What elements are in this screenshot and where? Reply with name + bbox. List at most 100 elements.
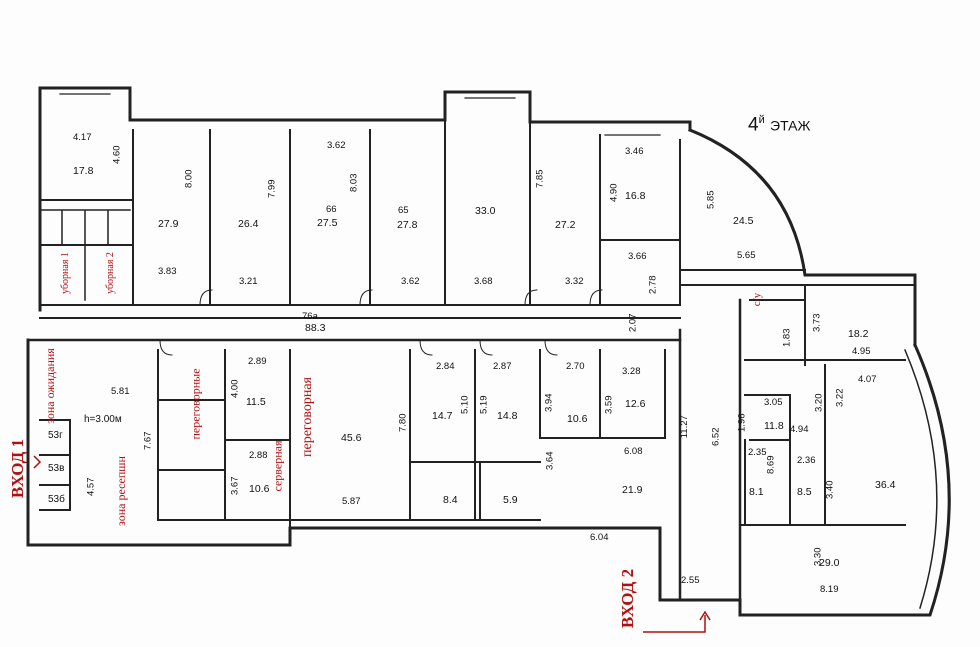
dimension: 2.84 xyxy=(436,361,455,372)
room-area: 10.6 xyxy=(567,413,588,425)
dimension: 3.64 xyxy=(544,451,556,471)
meeting-rooms-label: переговорные xyxy=(188,368,203,440)
room-area: 33.0 xyxy=(475,205,496,217)
reception-zone-label: зона ресепшн xyxy=(113,456,128,526)
dimension: 1.83 xyxy=(781,328,793,348)
room-area: 8.5 xyxy=(797,486,812,498)
dimension: 2.36 xyxy=(797,455,816,466)
dimension: 5.65 xyxy=(737,250,756,261)
floor-suffix: й xyxy=(758,114,765,126)
room-area: 45.6 xyxy=(341,432,362,444)
room-area: 29.0 xyxy=(819,557,840,569)
room-area: 14.7 xyxy=(432,410,453,422)
room-area: 27.8 xyxy=(397,219,418,231)
dimension: 3.05 xyxy=(764,397,783,408)
dimension: 7.67 xyxy=(142,431,154,451)
waiting-zone-label: зона ожидания xyxy=(42,348,57,424)
ceiling-height-note: h=3.00м xyxy=(84,414,122,425)
dimension: 8.00 xyxy=(183,169,195,189)
dimension: 4.60 xyxy=(111,145,123,165)
partitions-top xyxy=(39,119,806,306)
dimension: 4.00 xyxy=(229,379,241,399)
room-area: 16.8 xyxy=(625,190,646,202)
entry-1-arrow xyxy=(33,455,42,469)
room-area: 14.8 xyxy=(497,410,518,422)
floor-number: 4 xyxy=(748,114,759,136)
dimension: 3.67 xyxy=(229,476,241,496)
room-area: 18.2 xyxy=(848,328,869,340)
room-area: 11.5 xyxy=(246,396,266,408)
curved-facade-inner xyxy=(904,349,938,609)
dimension: 8.03 xyxy=(348,173,360,193)
exterior-wall-top xyxy=(38,86,692,132)
dimension: 2.89 xyxy=(248,356,267,367)
meeting-room-label: переговорная xyxy=(299,377,315,457)
entry-1-label: ВХОД 1 xyxy=(8,438,28,499)
dimension: 4.95 xyxy=(852,346,871,357)
dimension: 7.80 xyxy=(397,413,409,433)
dimension: 2.35 xyxy=(748,447,767,458)
room-area: 12.6 xyxy=(625,398,646,410)
dimension: 3.59 xyxy=(603,395,615,415)
dimension: 5.19 xyxy=(478,395,490,415)
dimension: 6.04 xyxy=(590,532,609,543)
corridor-wall-top xyxy=(39,304,681,319)
partitions-bottom xyxy=(39,349,666,529)
dimension: 3.62 xyxy=(401,276,420,287)
room-area: 26.4 xyxy=(238,218,259,230)
room-area: 27.9 xyxy=(158,218,179,230)
dimension: 3.62 xyxy=(327,140,346,151)
dimension: 6.08 xyxy=(624,446,643,457)
windows-top xyxy=(59,87,661,136)
door-swings xyxy=(159,289,603,356)
dimension: 11.27 xyxy=(678,415,690,439)
floor-word: ЭТАЖ xyxy=(770,117,811,134)
dimension: 5.81 xyxy=(111,386,130,397)
dimension: 1.96 xyxy=(736,413,748,433)
dimension: 3.46 xyxy=(625,146,644,157)
dimension: 3.32 xyxy=(565,276,584,287)
room-area: 11.8 xyxy=(764,420,784,432)
dimension: 2.07 xyxy=(627,313,639,333)
dimension: 3.22 xyxy=(834,388,846,408)
restroom-2-label: уборная 2 xyxy=(104,252,116,294)
room-area: 8.4 xyxy=(443,494,458,506)
dimension: 7.99 xyxy=(266,179,278,199)
dimension: 6.52 xyxy=(710,427,722,447)
dimension: 3.94 xyxy=(543,393,555,413)
dimension: 2.55 xyxy=(681,575,700,586)
dimension: 2.88 xyxy=(249,450,268,461)
room-area: 10.6 xyxy=(249,483,270,495)
dimension: 3.66 xyxy=(628,251,647,262)
room-area: 17.8 xyxy=(73,165,94,177)
exterior-wall-left xyxy=(26,86,42,547)
entry-2-label: ВХОД 2 xyxy=(618,568,638,629)
room-area: 24.5 xyxy=(733,215,754,227)
dimension: 2.70 xyxy=(566,361,585,372)
cell-53g-label: 53г xyxy=(48,430,63,441)
restroom-1-label: уборная 1 xyxy=(59,252,71,294)
server-room-label: серверная xyxy=(270,440,285,492)
room-number: 66 xyxy=(326,204,337,215)
exterior-wall-right xyxy=(688,128,917,347)
lower-wing-wall xyxy=(678,298,742,617)
partitions-right xyxy=(739,284,916,526)
dimension: 8.19 xyxy=(820,584,839,595)
room-area: 8.1 xyxy=(749,486,764,498)
floor-title: 4й ЭТАЖ xyxy=(748,114,811,136)
dimension: 4.17 xyxy=(73,132,92,143)
dimension: 8.69 xyxy=(765,455,777,475)
dimension: 3.28 xyxy=(622,366,641,377)
entry-2-arrow xyxy=(643,610,711,633)
exterior-wall-bottom-left xyxy=(26,526,742,602)
dimension: 7.85 xyxy=(534,169,546,189)
dimension: 4.90 xyxy=(608,183,620,203)
room-area: 27.2 xyxy=(555,219,576,231)
room-area: 21.9 xyxy=(622,484,643,496)
dimension: 4.57 xyxy=(85,477,97,497)
dimension: 3.21 xyxy=(239,276,258,287)
dimension: 4.07 xyxy=(858,374,877,385)
room-area: 36.4 xyxy=(875,479,896,491)
